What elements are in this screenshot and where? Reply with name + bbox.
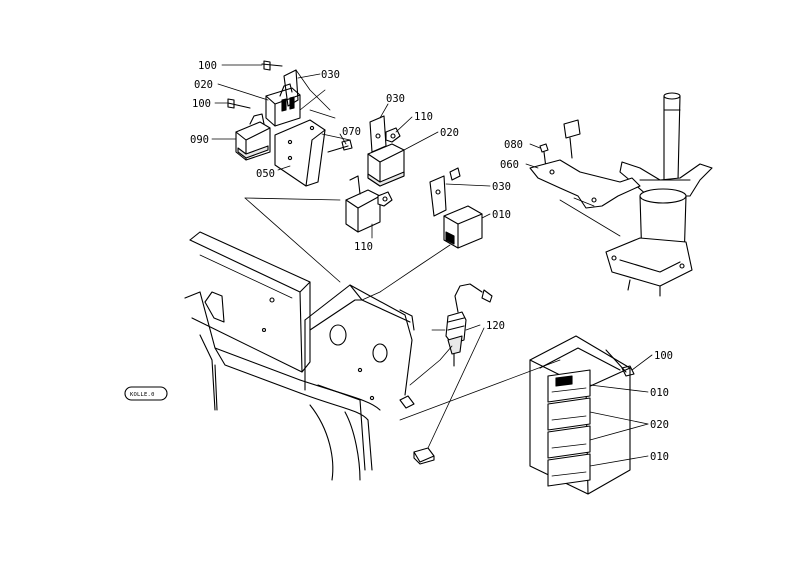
label-030-b: 030 [386, 93, 405, 105]
part-labels: 100 020 030 100 090 050 070 030 110 020 … [190, 60, 673, 463]
label-030-a: 030 [321, 69, 340, 81]
steering-column [605, 92, 713, 297]
relay-010-assembly [361, 167, 483, 301]
label-020-c: 020 [650, 419, 669, 431]
sensor-120 [409, 283, 493, 449]
label-010-a: 010 [492, 209, 511, 221]
label-110-b: 110 [354, 241, 373, 253]
stamp-text: KOLLE.0 [130, 392, 155, 398]
label-090: 090 [190, 134, 209, 146]
label-050: 050 [256, 168, 275, 180]
relay-cluster-top [227, 60, 405, 283]
label-070: 070 [342, 126, 361, 138]
label-020-a: 020 [194, 79, 213, 91]
label-100-c: 100 [654, 350, 673, 362]
label-080: 080 [504, 139, 523, 151]
label-100-b: 100 [192, 98, 211, 110]
label-120: 120 [486, 320, 505, 332]
label-leaders [211, 64, 653, 467]
relay-box [399, 335, 635, 495]
label-030-c: 030 [492, 181, 511, 193]
label-020-b: 020 [440, 127, 459, 139]
main-frame-drawing [184, 231, 435, 481]
label-060: 060 [500, 159, 519, 171]
bracket-060-assembly [529, 119, 641, 237]
label-010-b: 010 [650, 387, 669, 399]
manufacturer-stamp: KOLLE.0 [124, 386, 168, 401]
label-100-a: 100 [198, 60, 217, 72]
label-010-c: 010 [650, 451, 669, 463]
label-110-a: 110 [414, 111, 433, 123]
